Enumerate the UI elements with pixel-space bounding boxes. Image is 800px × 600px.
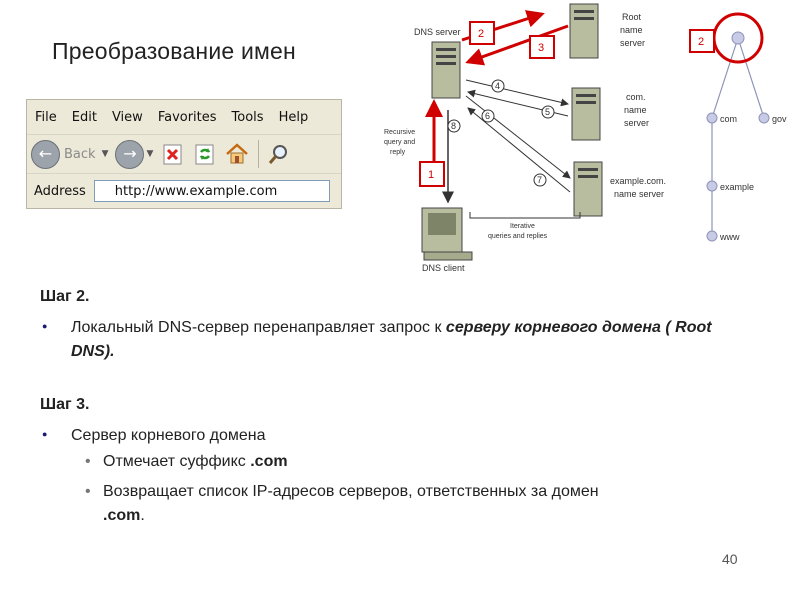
step-circle-6: 6: [481, 109, 495, 123]
iterative-bracket: [469, 212, 581, 219]
step3-heading: Шаг 3.: [40, 396, 90, 413]
svg-text:8: 8: [451, 121, 456, 131]
iterative-label-1: Iterative: [510, 223, 535, 230]
step-circle-4: 4: [491, 79, 505, 93]
dns-server-label: DNS server: [414, 27, 461, 37]
iterative-label-2: queries and replies: [488, 233, 548, 240]
step3-sub-bullet-1: Отмечает суффикс .com: [85, 450, 745, 474]
com-server-label-1: com.: [626, 92, 646, 102]
menu-file[interactable]: File: [35, 109, 57, 125]
tree-node-www: www: [719, 232, 740, 242]
menu-view[interactable]: View: [111, 109, 143, 125]
com-server-icon: [571, 87, 601, 141]
toolbar-separator: [258, 140, 260, 168]
back-button-label[interactable]: Back: [64, 146, 96, 162]
reply-example-arrow: [467, 107, 571, 193]
step3-sub2-text: Возвращает список IP-адресов серверов, о…: [103, 483, 599, 500]
step3-sub2-bold: .com: [103, 507, 141, 524]
refresh-icon[interactable]: [192, 141, 218, 167]
back-dropdown-icon[interactable]: ▼: [101, 149, 109, 159]
query-example-arrow: [465, 95, 571, 179]
query-com-arrow: [465, 79, 569, 107]
tree-marker-2: 2: [689, 29, 715, 53]
browser-window: File Edit View Favorites Tools Help ← Ba…: [26, 99, 342, 209]
slide-title: Преобразование имен: [52, 38, 296, 64]
root-server-label-2: name: [620, 25, 643, 35]
root-server-label-3: server: [620, 38, 645, 48]
step3-text: Сервер корневого домена: [71, 427, 266, 444]
marker-3: 3: [529, 35, 555, 59]
com-server-label-3: server: [624, 118, 649, 128]
svg-text:6: 6: [485, 111, 490, 121]
back-arrow-icon[interactable]: ←: [31, 139, 60, 169]
address-bar: Address http://www.example.com: [27, 174, 341, 208]
step2-heading: Шаг 2.: [40, 288, 90, 305]
stop-icon[interactable]: [160, 141, 186, 167]
svg-text:2: 2: [478, 28, 484, 40]
search-icon[interactable]: [265, 141, 291, 167]
home-icon[interactable]: [224, 141, 250, 167]
menu-tools[interactable]: Tools: [231, 109, 264, 125]
forward-arrow-icon[interactable]: →: [115, 139, 145, 169]
step-circle-8: 8: [447, 119, 461, 133]
page-number: 40: [722, 551, 738, 567]
svg-text:1: 1: [428, 169, 434, 181]
step-circle-5: 5: [541, 105, 555, 119]
root-server-label-1: Root: [622, 12, 642, 22]
step2-text: Локальный DNS-сервер перенаправляет запр…: [71, 319, 446, 336]
example-server-icon: [573, 161, 603, 217]
example-server-label-2: name server: [614, 189, 664, 199]
com-server-label-2: name: [624, 105, 647, 115]
step2-bullet: Локальный DNS-сервер перенаправляет запр…: [42, 316, 742, 364]
tree-node-example: example: [720, 182, 754, 192]
step3-sub-bullet-2: Возвращает список IP-адресов серверов, о…: [85, 480, 745, 528]
step3-arrow: [465, 24, 569, 66]
svg-text:2: 2: [698, 36, 704, 48]
menu-edit[interactable]: Edit: [71, 109, 97, 125]
recursive-label-1: Recursive: [384, 129, 415, 136]
toolbar: ← Back ▼ → ▼: [27, 135, 341, 174]
svg-text:7: 7: [537, 175, 542, 185]
example-server-label-1: example.com.: [610, 176, 666, 186]
address-label: Address: [34, 183, 86, 199]
dns-client-label: DNS client: [422, 263, 465, 273]
root-server-icon: [569, 3, 599, 59]
step3-sub2-end: .: [140, 507, 145, 524]
menu-favorites[interactable]: Favorites: [157, 109, 217, 125]
forward-dropdown-icon[interactable]: ▼: [146, 149, 154, 159]
menu-bar: File Edit View Favorites Tools Help: [27, 100, 341, 135]
tree-node-gov: gov: [772, 114, 787, 124]
dns-server-icon: [431, 41, 461, 99]
svg-text:3: 3: [538, 42, 544, 54]
dns-diagram: DNS server Root name server com. name se…: [384, 3, 787, 273]
marker-1: 1: [419, 161, 445, 187]
step3-sub1-bold: .com: [250, 453, 288, 470]
step3-sub1-text: Отмечает суффикс: [103, 453, 251, 470]
step3-bullet: Сервер корневого домена: [42, 424, 742, 448]
step2-emphasis: серверу корневого домена ( Root DNS).: [71, 319, 712, 360]
recursive-label-3: reply: [390, 149, 406, 156]
menu-help[interactable]: Help: [278, 109, 309, 125]
marker-2: 2: [469, 21, 495, 45]
tree-node-com: com: [720, 114, 737, 124]
step-circle-7: 7: [533, 173, 547, 187]
dns-client-icon: [421, 207, 473, 261]
svg-text:5: 5: [545, 107, 550, 117]
address-input[interactable]: http://www.example.com: [93, 180, 330, 202]
recursive-label-2: query and: [384, 139, 415, 146]
domain-tree: [706, 12, 770, 242]
svg-text:4: 4: [495, 81, 500, 91]
